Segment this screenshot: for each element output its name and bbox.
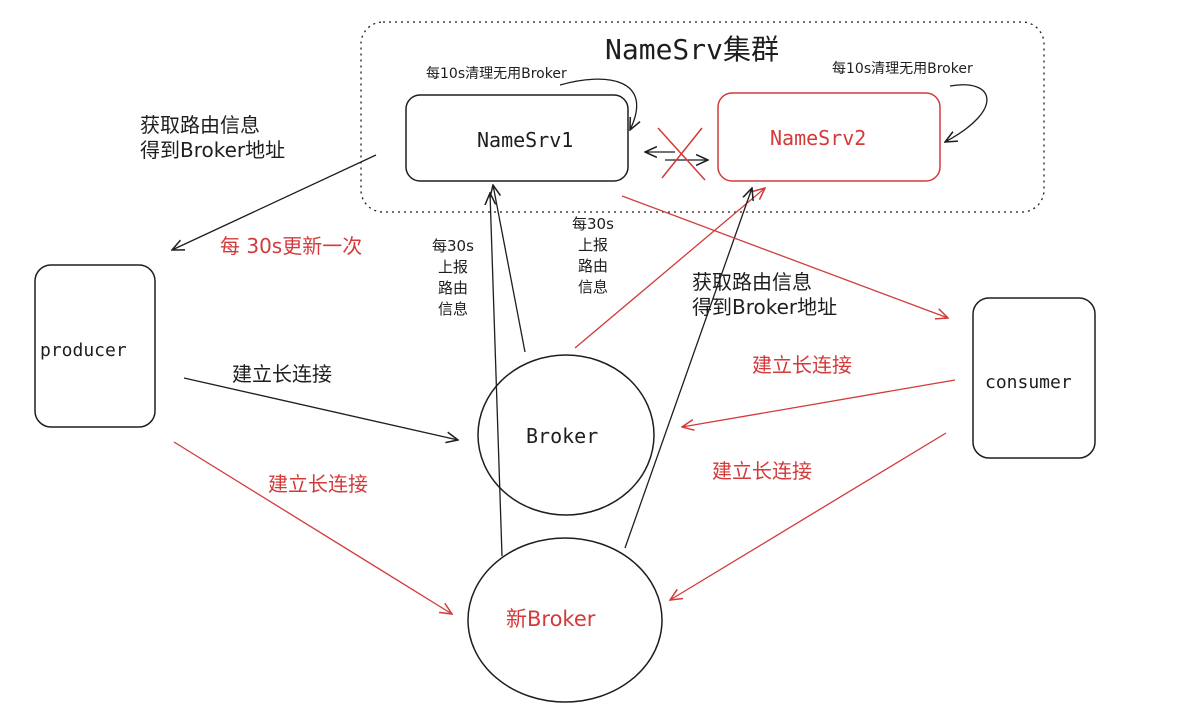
namesrv2-label: NameSrv2 xyxy=(770,126,867,150)
sync-cross-mark xyxy=(661,127,703,179)
report-arrow-new-broker xyxy=(490,193,503,557)
conn-arrow-consumer-new-broker xyxy=(670,432,947,600)
route-label-producer: 获取路由信息 得到Broker地址 xyxy=(140,113,286,162)
conn-label-producer-broker: 建立长连接 xyxy=(232,362,332,386)
cleanup-loop-namesrv2 xyxy=(945,84,988,142)
update-interval-label: 每 30s更新一次 xyxy=(220,234,363,258)
cleanup-label-namesrv1: 每10s清理无用Broker xyxy=(426,66,567,82)
conn-label-consumer-broker: 建立长连接 xyxy=(752,353,852,377)
namesrv2-box[interactable] xyxy=(717,92,941,182)
consumer-box[interactable] xyxy=(972,297,1096,459)
cleanup-label-namesrv2: 每10s清理无用Broker xyxy=(832,61,973,77)
namesrv-cluster-boundary xyxy=(360,21,1045,213)
route-label-consumer: 获取路由信息 得到Broker地址 xyxy=(692,270,838,319)
conn-label-producer-new-broker: 建立长连接 xyxy=(268,472,368,496)
broker-ellipse[interactable] xyxy=(477,354,655,516)
conn-label-consumer-new-broker: 建立长连接 xyxy=(712,459,812,483)
report-arrow-broker xyxy=(493,185,526,353)
cleanup-loop-namesrv1 xyxy=(559,78,637,130)
conn-arrow-consumer-broker xyxy=(682,379,956,427)
report-arrow-broker-ns2 xyxy=(574,188,765,349)
namesrv1-box[interactable] xyxy=(405,94,629,182)
cluster-title: NameSrv集群 xyxy=(605,33,780,66)
conn-arrow-producer-new-broker xyxy=(173,441,452,614)
namesrv1-label: NameSrv1 xyxy=(477,128,574,152)
producer-label: producer xyxy=(40,340,127,361)
new-broker-label: 新Broker xyxy=(506,607,596,631)
report-label-right: 每30s 上报 路由 信息 xyxy=(572,215,614,296)
new-broker-ellipse[interactable] xyxy=(467,537,663,703)
report-arrow-new-broker-ns2 xyxy=(624,188,752,549)
route-arrow-producer xyxy=(172,154,377,250)
route-arrow-consumer xyxy=(621,195,948,318)
report-label-left: 每30s 上报 路由 信息 xyxy=(432,237,474,318)
consumer-label: consumer xyxy=(985,372,1072,393)
conn-arrow-producer-broker xyxy=(183,377,458,440)
broker-label: Broker xyxy=(526,424,599,448)
producer-box[interactable] xyxy=(34,264,156,428)
